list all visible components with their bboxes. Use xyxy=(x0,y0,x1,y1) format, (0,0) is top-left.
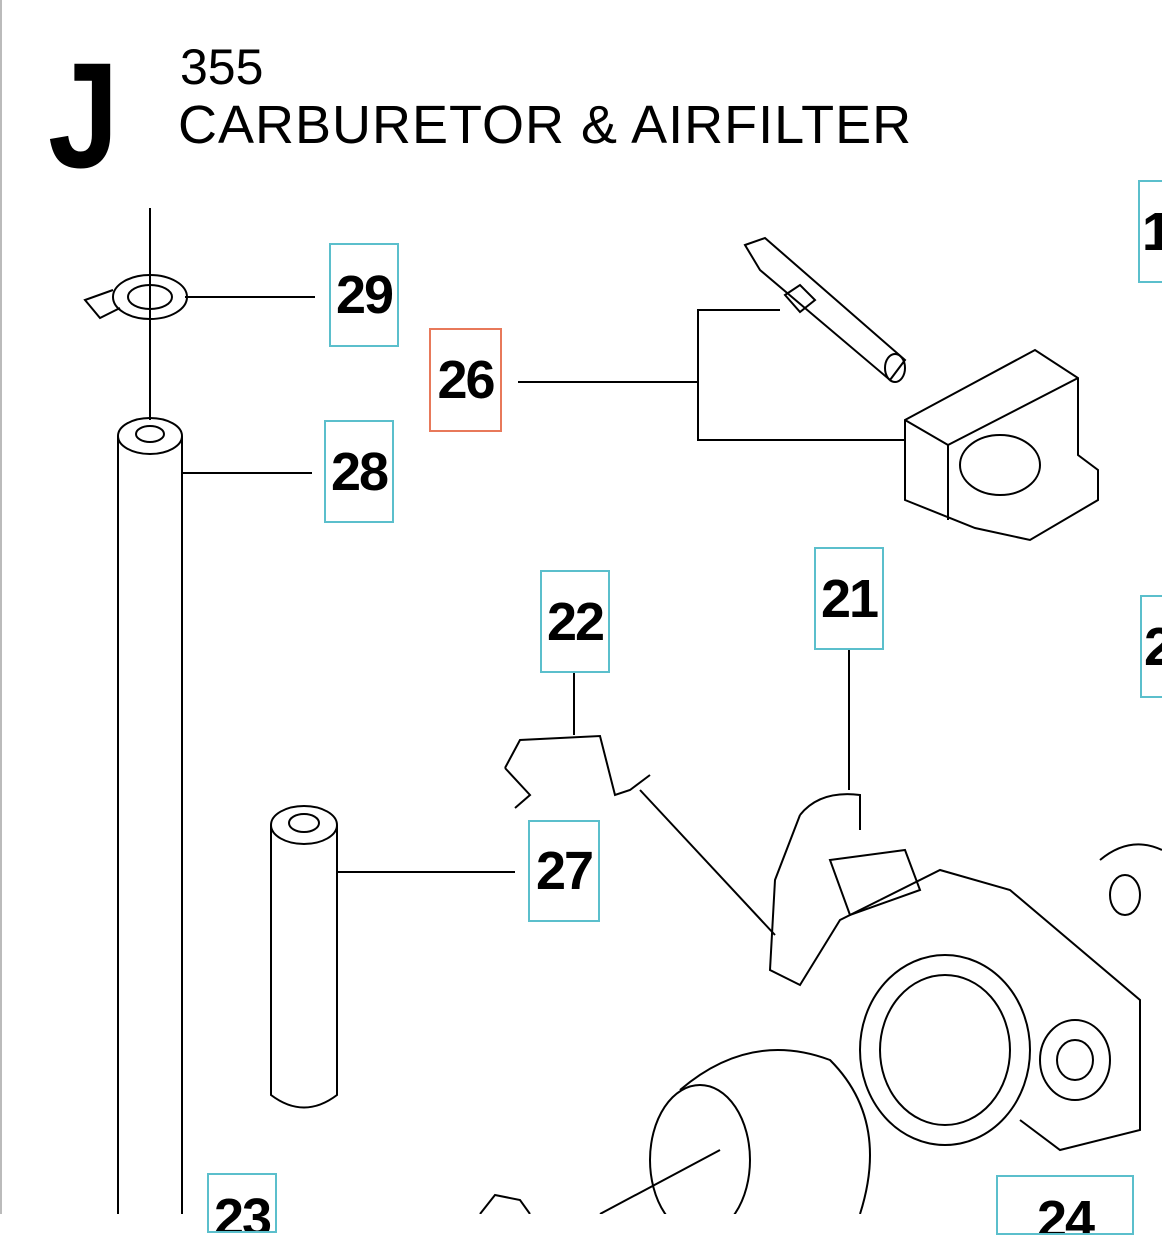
intake-block-part xyxy=(904,348,1099,542)
callout-21[interactable]: 21 xyxy=(814,547,884,650)
callout-27[interactable]: 27 xyxy=(528,820,600,922)
callout-26[interactable]: 26 xyxy=(429,328,502,432)
page-edge xyxy=(0,0,2,1214)
hose-clamp-part xyxy=(83,274,188,320)
throttle-wire-part xyxy=(504,734,651,809)
section-letter: J xyxy=(48,31,119,199)
callout-24[interactable]: 24 xyxy=(996,1175,1134,1235)
model-number: 355 xyxy=(180,39,264,95)
carburetor-part xyxy=(479,793,1162,1214)
intake-nipple-part xyxy=(743,236,907,383)
callout-28[interactable]: 28 xyxy=(324,420,394,523)
callout-2[interactable]: 2 xyxy=(1140,595,1162,698)
callout-22[interactable]: 22 xyxy=(540,570,610,673)
leader-lines xyxy=(149,208,905,936)
callout-1[interactable]: 1 xyxy=(1138,180,1162,283)
callout-23[interactable]: 23 xyxy=(207,1173,277,1233)
diagram-title: CARBURETOR & AIRFILTER xyxy=(178,95,913,155)
fuel-hose-short-part xyxy=(270,805,338,1109)
callout-29[interactable]: 29 xyxy=(329,243,399,347)
fuel-hose-long-part xyxy=(117,417,183,1214)
